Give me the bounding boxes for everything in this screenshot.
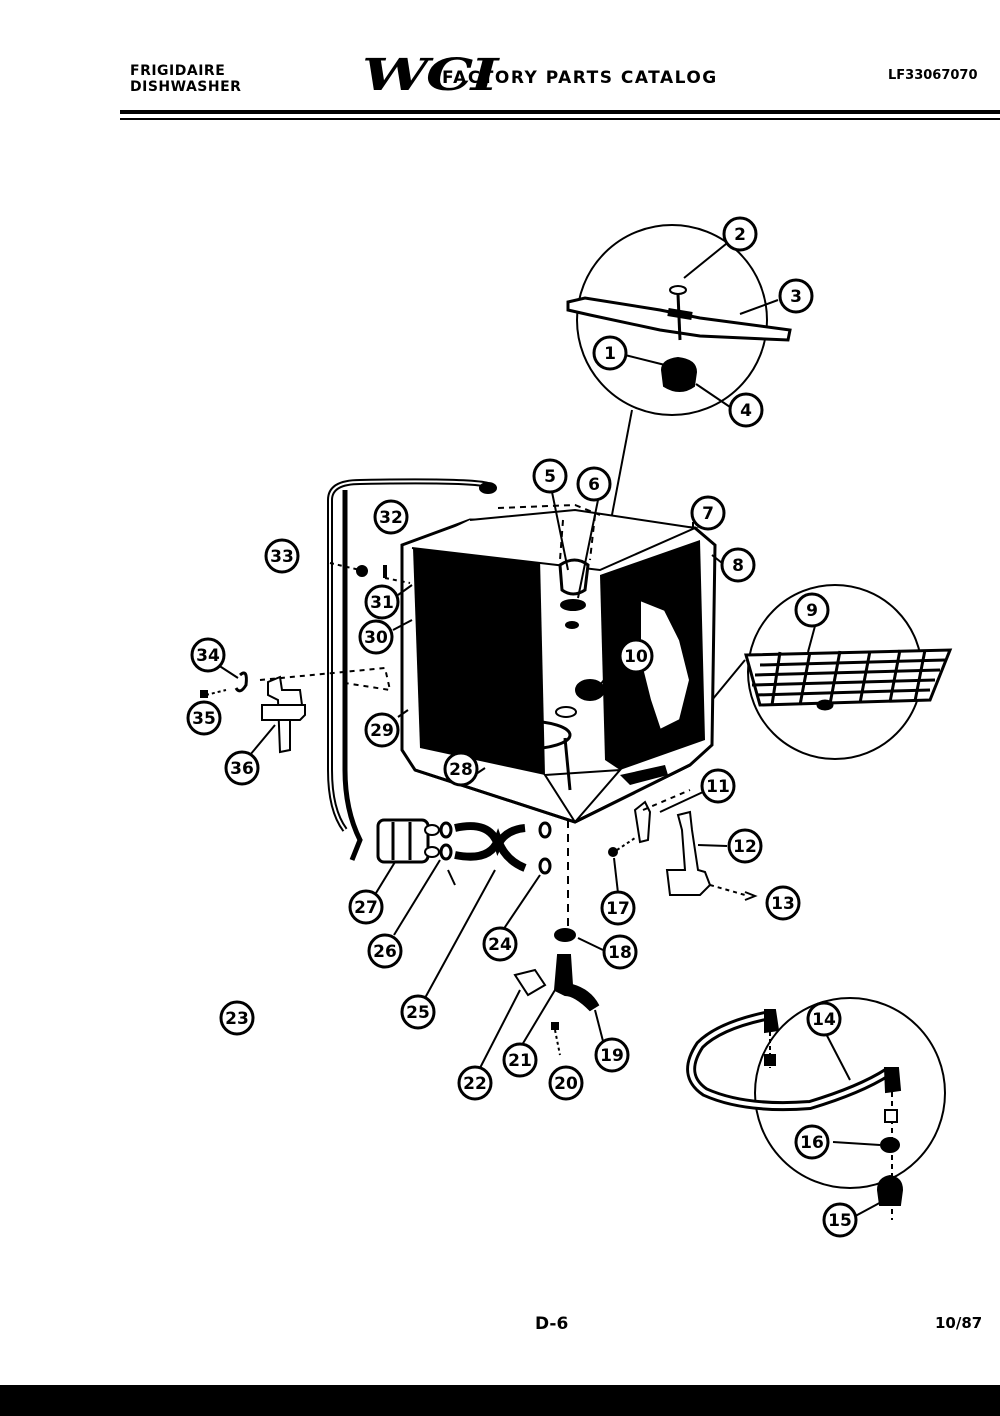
callout-21: 21 (502, 1042, 538, 1078)
wci-logo: WCI (362, 50, 498, 101)
svg-text:36: 36 (230, 759, 254, 779)
svg-text:4: 4 (740, 401, 752, 421)
callout-30: 30 (358, 619, 394, 655)
svg-text:31: 31 (370, 593, 394, 613)
svg-text:6: 6 (588, 475, 600, 495)
svg-text:29: 29 (370, 721, 394, 741)
callout-4: 4 (728, 392, 764, 428)
callout-7: 7 (690, 495, 726, 531)
header-rule-thin (120, 118, 1000, 120)
callout-5: 5 (532, 458, 568, 494)
callout-15: 15 (822, 1202, 858, 1238)
callout-32: 32 (373, 499, 409, 535)
callout-11: 11 (700, 768, 736, 804)
callout-36: 36 (224, 750, 260, 786)
brand-line-2: DISHWASHER (130, 79, 242, 95)
svg-text:30: 30 (364, 628, 388, 648)
mounting-bracket-right (665, 810, 712, 896)
catalog-date: 10/87 (935, 1314, 983, 1332)
spray-arm-detail-circle (576, 224, 768, 416)
spray-arm-hub (660, 356, 698, 392)
svg-text:9: 9 (806, 601, 818, 621)
callout-17: 17 (600, 890, 636, 926)
callout-22: 22 (457, 1065, 493, 1101)
svg-text:32: 32 (379, 508, 403, 528)
svg-text:21: 21 (508, 1051, 532, 1071)
callout-16: 16 (794, 1124, 830, 1160)
svg-text:15: 15 (828, 1211, 852, 1231)
svg-text:26: 26 (373, 942, 397, 962)
callout-35: 35 (186, 700, 222, 736)
svg-text:8: 8 (732, 556, 744, 576)
callout-25: 25 (400, 994, 436, 1030)
svg-text:28: 28 (449, 760, 473, 780)
callout-29: 29 (364, 712, 400, 748)
callout-10: 10 (618, 638, 654, 674)
svg-text:35: 35 (192, 709, 216, 729)
svg-text:20: 20 (554, 1074, 578, 1094)
svg-text:17: 17 (606, 899, 630, 919)
callout-12: 12 (727, 828, 763, 864)
callout-3: 3 (778, 278, 814, 314)
dish-rack (744, 648, 953, 711)
hose-detail-circle (754, 997, 946, 1189)
svg-text:25: 25 (406, 1003, 430, 1023)
callout-2: 2 (722, 216, 758, 252)
model-number: LF33067070 (888, 68, 978, 83)
callout-8: 8 (720, 547, 756, 583)
brand-line-1: FRIGIDAIRE (130, 63, 226, 79)
callout-24: 24 (482, 926, 518, 962)
svg-text:1: 1 (604, 344, 616, 364)
page-number: D-6 (535, 1314, 569, 1334)
callout-33: 33 (264, 538, 300, 574)
svg-text:14: 14 (812, 1010, 836, 1030)
svg-text:11: 11 (706, 777, 730, 797)
callout-1: 1 (592, 335, 628, 371)
svg-text:3: 3 (790, 287, 802, 307)
svg-text:12: 12 (733, 837, 757, 857)
svg-text:23: 23 (225, 1009, 249, 1029)
callout-6: 6 (576, 466, 612, 502)
callout-19: 19 (594, 1037, 630, 1073)
callout-18: 18 (602, 934, 638, 970)
callout-31: 31 (364, 584, 400, 620)
callout-13: 13 (765, 885, 801, 921)
svg-text:18: 18 (608, 943, 632, 963)
svg-text:24: 24 (488, 935, 512, 955)
svg-text:2: 2 (734, 225, 746, 245)
svg-text:16: 16 (800, 1133, 824, 1153)
pump-hoses (454, 822, 526, 856)
catalog-sheet: FRIGIDAIRE DISHWASHER WCI FACTORY PARTS … (0, 0, 1000, 1385)
callout-27: 27 (348, 889, 384, 925)
svg-text:13: 13 (771, 894, 795, 914)
callout-9: 9 (794, 592, 830, 628)
svg-text:10: 10 (624, 647, 648, 667)
callout-23: 23 (219, 1000, 255, 1036)
svg-text:5: 5 (544, 467, 556, 487)
svg-text:34: 34 (196, 646, 220, 666)
exploded-parts-diagram: 1 2 3 4 5 6 7 8 9 10 11 12 13 14 15 16 1… (186, 216, 953, 1238)
callout-14: 14 (806, 1001, 842, 1037)
svg-text:7: 7 (702, 504, 714, 524)
svg-text:33: 33 (270, 547, 294, 567)
callout-26: 26 (367, 933, 403, 969)
callout-28: 28 (443, 751, 479, 787)
svg-text:22: 22 (463, 1074, 487, 1094)
catalog-title: FACTORY PARTS CATALOG (442, 68, 718, 88)
header-rule-thick (120, 110, 1000, 114)
svg-text:19: 19 (600, 1046, 624, 1066)
drain-outlet (553, 954, 600, 1012)
pump-motor (376, 818, 430, 864)
svg-text:27: 27 (354, 898, 378, 918)
callout-34: 34 (190, 637, 226, 673)
callout-20: 20 (548, 1065, 584, 1101)
